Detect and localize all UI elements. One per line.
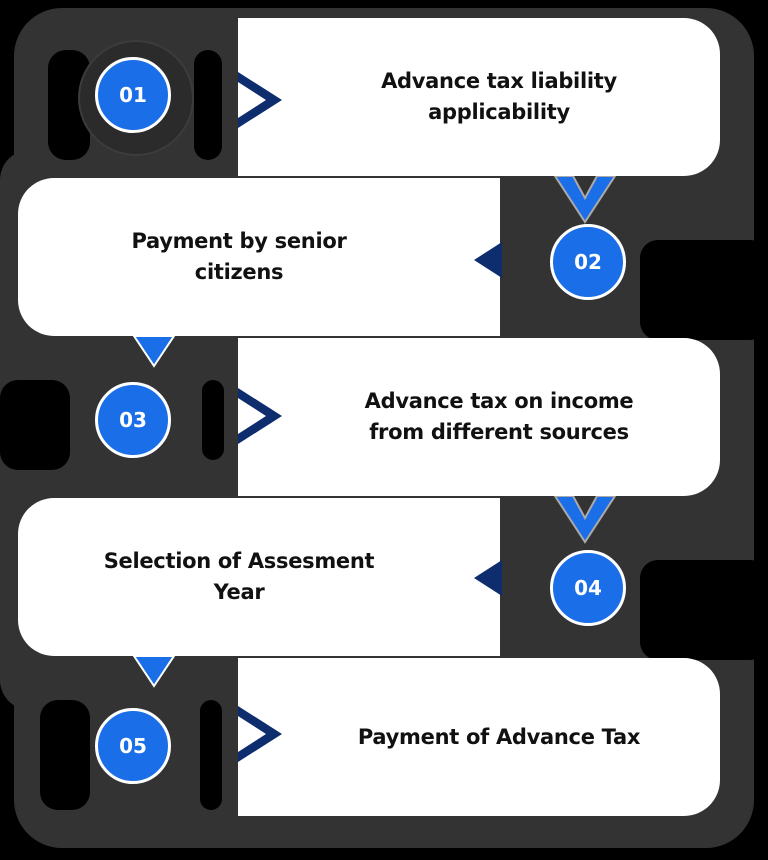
step-label: Advance tax liability applicability	[381, 69, 617, 124]
ribbon-down-icon	[553, 176, 617, 224]
chevron-right-icon	[238, 706, 282, 762]
step-number-badge-04: 04	[550, 550, 626, 626]
step-number-badge-02: 02	[550, 224, 626, 300]
step-number-badge-01: 01	[95, 57, 171, 133]
step-label: Selection of Assesment Year	[103, 549, 375, 604]
step-card-03: Advance tax on income from different sou…	[238, 338, 720, 496]
slot-decoration	[200, 700, 222, 810]
ribbon-down-icon	[553, 496, 617, 544]
chevron-right-icon	[238, 72, 282, 128]
step-label: Advance tax on income from different sou…	[364, 389, 634, 444]
chevron-right-icon	[238, 388, 282, 444]
triangle-down-icon	[132, 336, 176, 368]
slot-decoration	[640, 560, 768, 660]
slot-decoration	[0, 380, 70, 470]
step-card-01: Advance tax liability applicability	[238, 18, 720, 176]
triangle-left-icon	[474, 560, 502, 596]
step-card-02: Payment by senior citizens	[18, 178, 500, 336]
slot-decoration	[40, 700, 90, 810]
step-label: Payment by senior citizens	[131, 229, 347, 284]
step-label: Payment of Advance Tax	[357, 724, 641, 749]
step-number-badge-03: 03	[95, 382, 171, 458]
triangle-down-icon	[132, 656, 176, 688]
slot-decoration	[194, 50, 222, 160]
step-card-04: Selection of Assesment Year	[18, 498, 500, 656]
slot-decoration	[640, 240, 768, 340]
slot-decoration	[202, 380, 224, 460]
triangle-left-icon	[474, 242, 502, 278]
step-number-badge-05: 05	[95, 708, 171, 784]
step-card-05: Payment of Advance Tax	[238, 658, 720, 816]
